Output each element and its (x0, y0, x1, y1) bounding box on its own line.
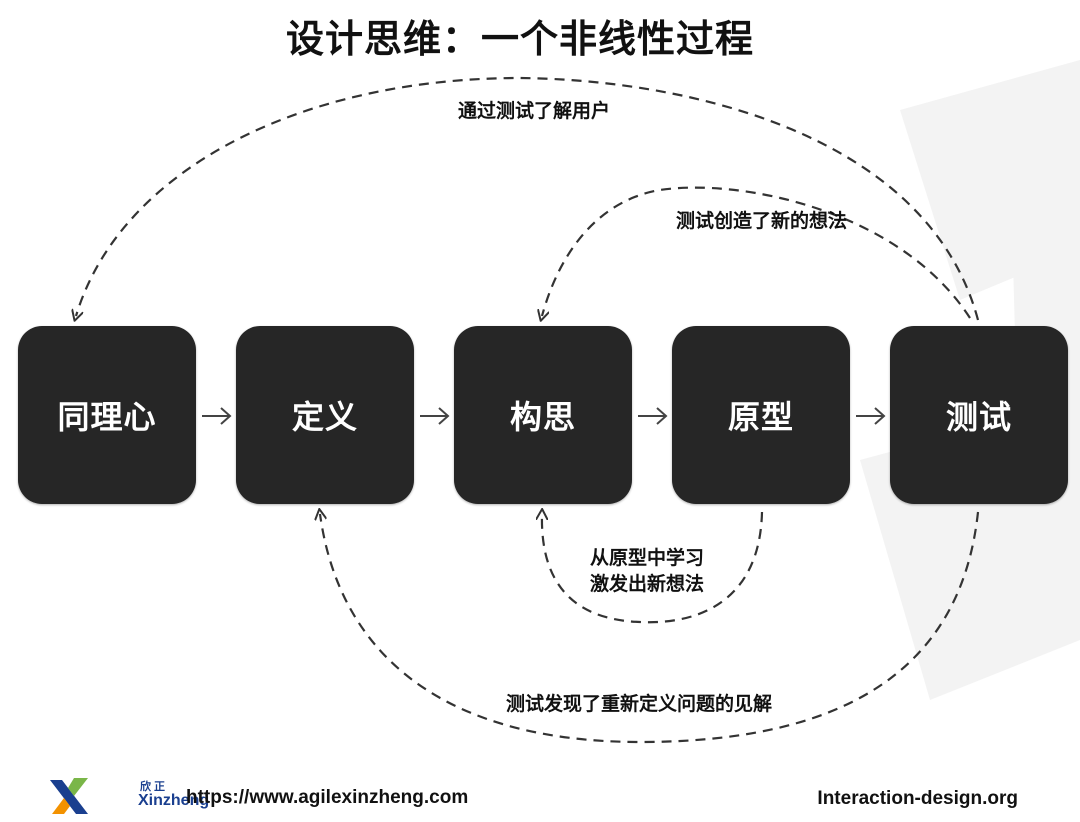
stage-ideate: 构思 (454, 326, 632, 504)
stage-test: 测试 (890, 326, 1068, 504)
brand-name-cn: 欣正 (140, 780, 168, 793)
brand-logo: 欣正 Xinzheng (48, 774, 209, 818)
stage-define: 定义 (236, 326, 414, 504)
stage-prototype: 原型 (672, 326, 850, 504)
page-title: 设计思维：一个非线性过程 (285, 17, 754, 61)
brand-name-en: Xinzheng (138, 792, 210, 809)
arrow-right-icon (638, 407, 668, 425)
stage-empathize: 同理心 (18, 326, 196, 504)
logo-x-icon (50, 778, 88, 814)
arrow-right-icon (420, 407, 450, 425)
arrow-right-icon (202, 407, 232, 425)
loop-label-prototype-to-ideate-line1: 从原型中学习 (590, 547, 705, 569)
source-credit: Interaction-design.org (817, 788, 1018, 809)
loop-label-test-to-empathize: 通过测试了解用户 (458, 100, 611, 122)
website-link[interactable]: https://www.agilexinzheng.com (186, 787, 469, 808)
loop-label-test-to-define: 测试发现了重新定义问题的见解 (506, 693, 773, 715)
loop-label-test-to-ideate: 测试创造了新的想法 (676, 210, 848, 232)
footer: 欣正 Xinzheng https://www.agilexinzheng.co… (0, 770, 1080, 822)
loop-label-prototype-to-ideate-line2: 激发出新想法 (590, 573, 705, 595)
arrow-right-icon (856, 407, 886, 425)
